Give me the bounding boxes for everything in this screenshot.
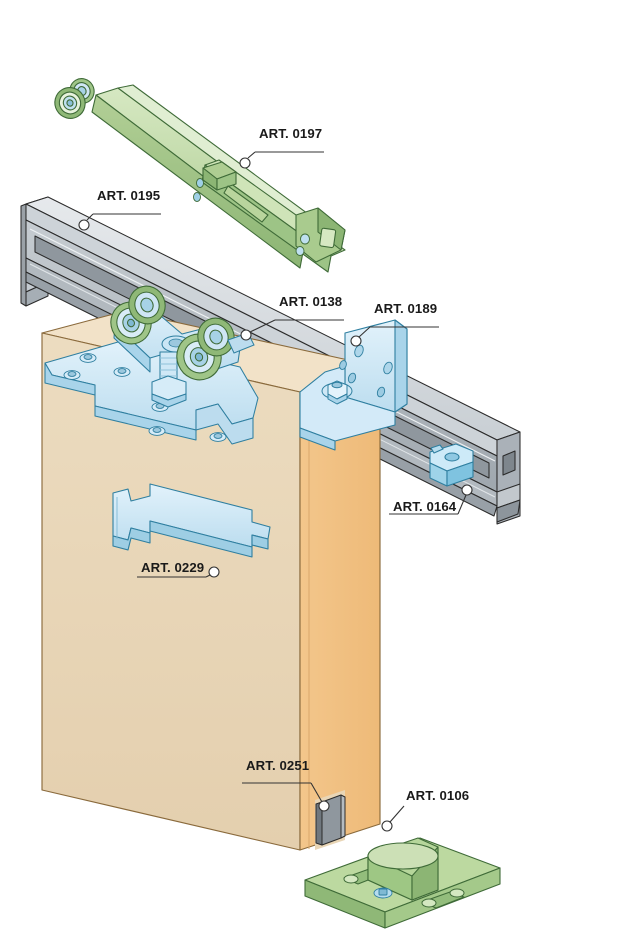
label-text-art-0138: ART. 0138 bbox=[279, 294, 342, 309]
leader-line-art-0106 bbox=[389, 805, 405, 823]
callout-art-0138: ART. 0138 bbox=[240, 294, 344, 341]
end-stop-hole bbox=[444, 452, 460, 462]
callout-art-0189: ART. 0189 bbox=[350, 301, 439, 347]
bracket-slots bbox=[339, 344, 393, 398]
part-art-0106-floor-guide bbox=[304, 837, 501, 929]
callout-marker-art-0197 bbox=[239, 157, 251, 169]
leader-line-art-0195 bbox=[86, 213, 94, 221]
callout-marker-art-0106 bbox=[381, 820, 393, 832]
callout-art-0106: ART. 0106 bbox=[381, 788, 469, 832]
leader-line-art-0164 bbox=[457, 494, 467, 515]
callout-marker-art-0138 bbox=[240, 329, 252, 341]
label-text-art-0197: ART. 0197 bbox=[259, 126, 322, 141]
carriage-threaded-stem bbox=[151, 351, 187, 408]
bracket-foot-edge bbox=[299, 427, 336, 451]
track-open-end-profile bbox=[496, 431, 521, 525]
plate-bar-bottom-edge bbox=[112, 520, 269, 558]
callout-art-0251: ART. 0251 bbox=[242, 758, 330, 812]
carriage-internal-rib bbox=[223, 185, 269, 223]
end-stop-front-face bbox=[446, 461, 474, 487]
callout-art-0229: ART. 0229 bbox=[137, 560, 220, 578]
callout-marker-art-0251 bbox=[318, 800, 330, 812]
label-text-art-0229: ART. 0229 bbox=[141, 560, 204, 575]
carriage-end-rollers bbox=[54, 78, 95, 119]
bracket-horizontal-foot bbox=[299, 365, 396, 442]
floor-guide-screw bbox=[373, 887, 393, 899]
part-art-0197-soft-close-carriage bbox=[54, 78, 346, 273]
callout-art-0197: ART. 0197 bbox=[239, 126, 324, 169]
callout-marker-art-0189 bbox=[350, 335, 362, 347]
label-text-art-0195: ART. 0195 bbox=[97, 188, 160, 203]
label-text-art-0189: ART. 0189 bbox=[374, 301, 437, 316]
end-stop-tab bbox=[430, 444, 444, 454]
track-end-cap-edge bbox=[20, 203, 27, 307]
part-art-0229-mounting-plate-bar bbox=[112, 483, 271, 558]
leader-line-art-0138 bbox=[249, 319, 276, 333]
bracket-fixing-nut bbox=[321, 380, 353, 405]
callout-marker-art-0229 bbox=[208, 566, 220, 578]
leader-line-art-0197 bbox=[247, 151, 256, 159]
floor-guide-upright-top bbox=[367, 842, 439, 870]
carriage-end-head bbox=[295, 207, 346, 263]
label-text-art-0251: ART. 0251 bbox=[246, 758, 309, 773]
callout-art-0195: ART. 0195 bbox=[78, 188, 161, 231]
callout-marker-art-0195 bbox=[78, 219, 90, 231]
carriage-latch-block bbox=[193, 161, 237, 202]
callout-art-0164: ART. 0164 bbox=[389, 484, 473, 515]
part-door-panel bbox=[41, 310, 381, 851]
leader-line-art-0251 bbox=[310, 782, 323, 803]
bracket-leg-side bbox=[394, 319, 408, 413]
leader-line-art-0189 bbox=[358, 326, 371, 338]
callout-marker-art-0164 bbox=[461, 484, 473, 496]
label-text-art-0106: ART. 0106 bbox=[406, 788, 469, 803]
part-art-0189-angle-bracket bbox=[299, 319, 408, 451]
label-text-art-0164: ART. 0164 bbox=[393, 499, 457, 514]
carriage-roller-wheels bbox=[110, 285, 235, 381]
part-art-0164-end-stop bbox=[429, 443, 474, 487]
part-art-0251-bottom-guide-channel bbox=[315, 790, 346, 850]
part-art-0138-roller-carriage bbox=[44, 285, 259, 445]
